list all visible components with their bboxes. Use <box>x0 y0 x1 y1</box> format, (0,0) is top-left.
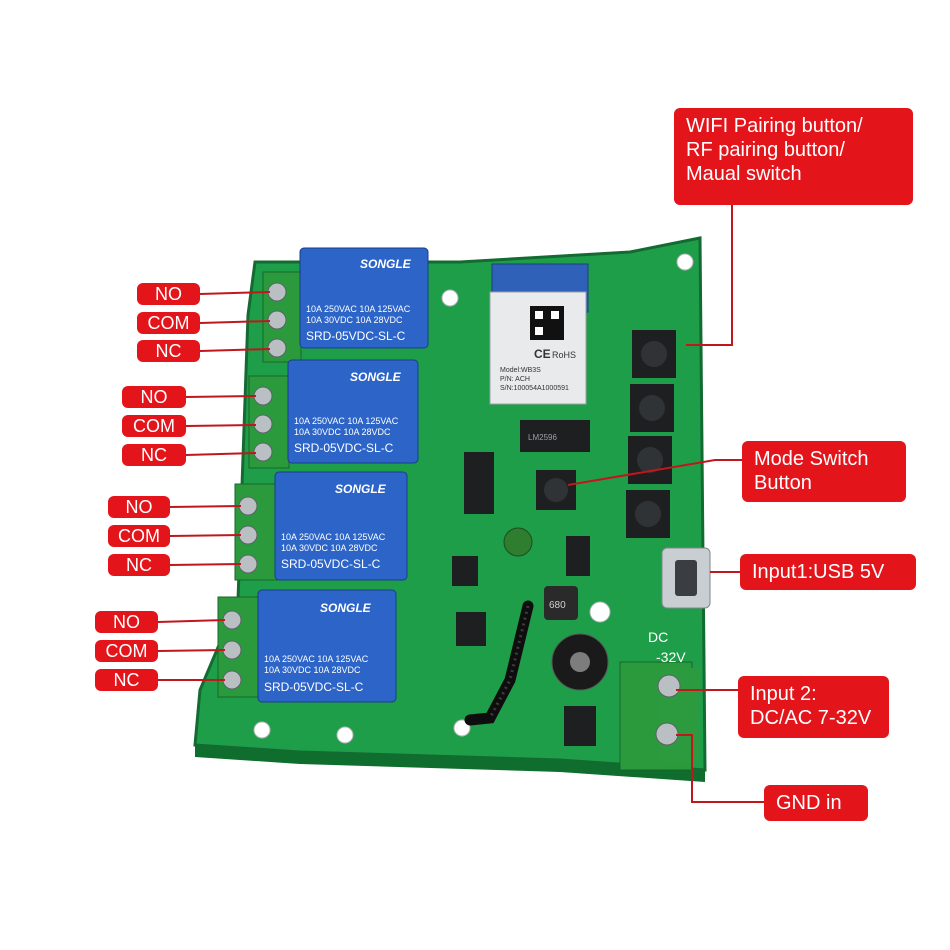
terminal-2-nc-label: NC <box>122 444 186 466</box>
inductor-label: 680 <box>549 600 566 611</box>
terminal-block-3 <box>234 483 278 581</box>
mode-switch-callout-line-2: Button <box>754 472 812 494</box>
pairing-callout-line-2: RF pairing button/ <box>686 139 845 161</box>
relay-rating-2: 10A 30VDC 10A 28VDC <box>281 543 378 553</box>
terminal-3-com-label: COM <box>108 525 170 547</box>
capacitor <box>503 527 533 557</box>
antenna-coil <box>464 600 534 726</box>
pairing-callout-line-1: WIFI Pairing button/ <box>686 115 863 137</box>
terminal-2-com-label: COM <box>122 415 186 437</box>
pairing-callout-line-3: Maual switch <box>686 163 802 185</box>
mounting-hole <box>589 601 611 623</box>
terminal-block-4 <box>217 596 263 698</box>
mounting-hole <box>441 289 459 307</box>
relay-4: SONGLE 10A 250VAC 10A 125VAC 10A 30VDC 1… <box>257 589 397 703</box>
module-sn: S/N:100054A1000591 <box>500 385 569 392</box>
terminal-4-no-label: NO <box>95 611 158 633</box>
input2-callout-line-2: DC/AC 7-32V <box>750 707 872 729</box>
relay-brand: SONGLE <box>350 370 402 384</box>
input1-callout: Input1:USB 5V <box>740 554 916 590</box>
ic-chip <box>452 556 478 586</box>
ic-chip <box>564 706 596 746</box>
relay-model: SRD-05VDC-SL-C <box>306 329 406 343</box>
terminal-3-no-label: NO <box>108 496 170 518</box>
mode-switch-button <box>536 470 576 510</box>
gnd-callout-text: GND in <box>776 792 842 814</box>
relay-brand: SONGLE <box>320 601 372 615</box>
module-pn: P/N: ACH <box>500 376 530 383</box>
relay-3: SONGLE 10A 250VAC 10A 125VAC 10A 30VDC 1… <box>274 471 408 581</box>
relay-rating-2: 10A 30VDC 10A 28VDC <box>294 427 391 437</box>
ic-chip <box>566 536 590 576</box>
ce-mark: CE <box>534 347 551 361</box>
pcb-board-edge <box>195 745 705 782</box>
ic-chip <box>520 420 590 452</box>
relay-rating: 10A 250VAC 10A 125VAC <box>306 304 411 314</box>
power-terminal <box>619 661 700 771</box>
terminal-1-no-label: NO <box>137 283 200 305</box>
relay-model: SRD-05VDC-SL-C <box>294 441 394 455</box>
terminal-1-com-label: COM <box>137 312 200 334</box>
relay-model: SRD-05VDC-SL-C <box>264 680 364 694</box>
ic-label: LM2596 <box>528 433 557 442</box>
leader-lines-right <box>567 205 764 803</box>
rohs-mark: RoHS <box>552 350 576 360</box>
relay-rating-2: 10A 30VDC 10A 28VDC <box>264 665 361 675</box>
relay-1: SONGLE 10A 250VAC 10A 125VAC 10A 30VDC 1… <box>299 247 429 349</box>
dc-label: DC <box>648 629 668 645</box>
usb-port <box>661 547 711 609</box>
inductor: 680 <box>544 586 578 620</box>
relay-brand: SONGLE <box>360 257 412 271</box>
mounting-hole <box>676 253 694 271</box>
leader-lines-left <box>157 291 271 681</box>
module-model: Model:WB3S <box>500 367 541 374</box>
relay-rating: 10A 250VAC 10A 125VAC <box>281 532 386 542</box>
relay-brand: SONGLE <box>335 482 387 496</box>
gnd-callout: GND in <box>764 785 868 821</box>
mounting-hole <box>336 726 354 744</box>
terminal-4-com-label: COM <box>95 640 158 662</box>
terminal-block-2 <box>248 375 290 469</box>
terminal-3-nc-label: NC <box>108 554 170 576</box>
pairing-button-callout: WIFI Pairing button/ RF pairing button/ … <box>674 108 913 205</box>
ic-chip <box>464 452 494 514</box>
voltage-label: -32V <box>656 649 686 665</box>
terminal-2-no-label: NO <box>122 386 186 408</box>
terminal-block-1 <box>262 271 302 363</box>
relay-2: SONGLE 10A 250VAC 10A 125VAC 10A 30VDC 1… <box>287 359 419 464</box>
mounting-hole <box>453 719 471 737</box>
terminal-1-nc-label: NC <box>137 340 200 362</box>
channel-buttons <box>626 330 676 538</box>
relay-model: SRD-05VDC-SL-C <box>281 557 381 571</box>
wifi-module: Model:WB3S P/N: ACH S/N:100054A1000591 C… <box>489 263 589 405</box>
input2-callout-line-1: Input 2: <box>750 683 817 705</box>
ic-chip <box>456 612 486 646</box>
relay-rating-2: 10A 30VDC 10A 28VDC <box>306 315 403 325</box>
relay-rating: 10A 250VAC 10A 125VAC <box>264 654 369 664</box>
mode-switch-callout-line-1: Mode Switch <box>754 448 869 470</box>
terminal-4-nc-label: NC <box>95 669 158 691</box>
input1-callout-text: Input1:USB 5V <box>752 561 885 583</box>
mounting-hole <box>253 721 271 739</box>
mode-switch-callout: Mode Switch Button <box>742 441 906 502</box>
relay-rating: 10A 250VAC 10A 125VAC <box>294 416 399 426</box>
input2-callout: Input 2: DC/AC 7-32V <box>738 676 889 738</box>
